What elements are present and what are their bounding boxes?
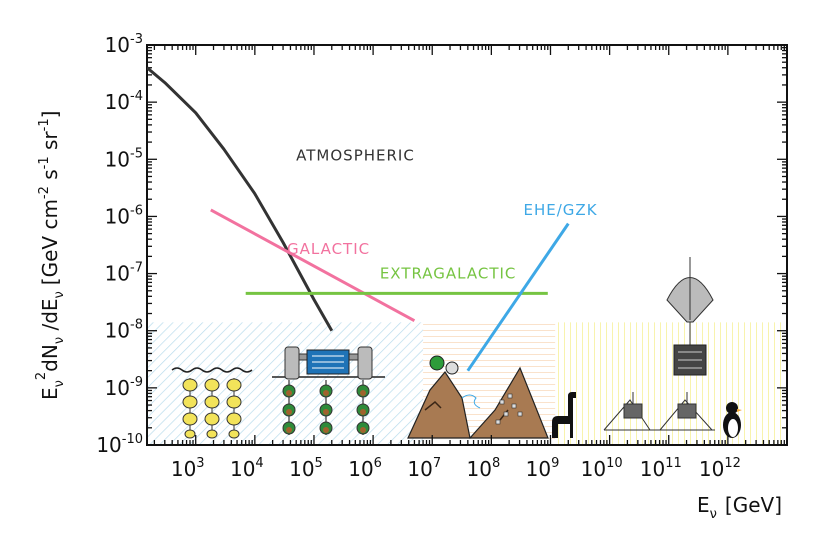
mountain-icon bbox=[407, 355, 549, 439]
detector-illustrations bbox=[171, 257, 742, 439]
series-line-galactic bbox=[210, 208, 416, 323]
y-tick-label: 10-5 bbox=[105, 146, 143, 171]
series-line-ehe-gzk bbox=[466, 222, 570, 372]
plot-frame bbox=[146, 44, 788, 446]
series-label: GALACTIC bbox=[287, 240, 370, 258]
y-tick-label: 10-3 bbox=[105, 32, 143, 57]
series-lines bbox=[147, 66, 570, 372]
y-tick-label: 10-4 bbox=[105, 89, 143, 114]
y-tick-label: 10-6 bbox=[105, 203, 143, 228]
series-label: EHE/GZK bbox=[524, 201, 598, 219]
y-tick-labels: 10-3 10-4 10-5 10-6 10-7 10-8 10-9 10-10 bbox=[96, 32, 143, 457]
y-tick-label: 10-7 bbox=[105, 261, 143, 286]
series-line-atmospheric bbox=[147, 66, 334, 332]
x-tick-labels: 103 104 105 106 107 108 109 1010 1011 1012 bbox=[171, 456, 741, 481]
y-tick-label: 10-10 bbox=[96, 432, 143, 457]
x-tick-label: 103 bbox=[171, 456, 205, 481]
x-tick-label: 1010 bbox=[581, 456, 623, 481]
y-axis-label: Eν2dNν /dEν[GeV cm-2 s-1 sr-1] bbox=[34, 111, 67, 400]
llama-icon bbox=[552, 392, 576, 438]
radio-station-icon bbox=[603, 392, 715, 431]
y-tick-label: 10-9 bbox=[105, 375, 143, 400]
balloon-radio-panel bbox=[555, 322, 787, 445]
surface-lab-icon bbox=[272, 346, 385, 435]
balloon-icon bbox=[666, 257, 714, 376]
series-labels: ATMOSPHERIC GALACTIC EXTRAGALACTIC EHE/GZK bbox=[287, 147, 598, 283]
axis-ticks bbox=[147, 44, 788, 446]
x-tick-label: 109 bbox=[526, 456, 560, 481]
x-tick-label: 107 bbox=[407, 456, 441, 481]
x-tick-label: 104 bbox=[230, 456, 264, 481]
penguin-icon bbox=[723, 402, 742, 438]
x-tick-label: 105 bbox=[289, 456, 323, 481]
x-tick-label: 106 bbox=[348, 456, 382, 481]
detector-panels bbox=[147, 322, 787, 445]
y-tick-label: 10-8 bbox=[105, 318, 143, 343]
series-label: EXTRAGALACTIC bbox=[380, 264, 517, 282]
x-tick-label: 108 bbox=[466, 456, 500, 481]
x-tick-label: 1012 bbox=[699, 456, 741, 481]
series-label: ATMOSPHERIC bbox=[296, 147, 415, 165]
x-axis-label: Eν[GeV] bbox=[697, 493, 782, 522]
x-tick-label: 1011 bbox=[640, 456, 682, 481]
underwater-string-icon bbox=[171, 367, 253, 439]
